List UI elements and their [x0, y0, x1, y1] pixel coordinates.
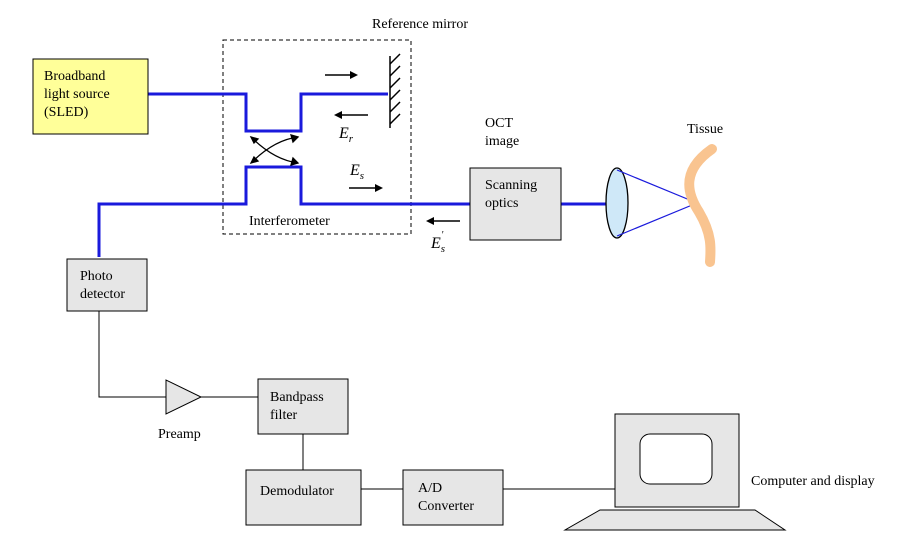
svg-text:A/D: A/D: [418, 481, 442, 496]
oct-image-label-1: OCT: [485, 116, 513, 131]
interferometer-box: [222, 39, 412, 235]
signal-wires: [98, 311, 615, 490]
svg-text:Photo: Photo: [80, 269, 113, 284]
tissue-icon: [684, 144, 717, 267]
es-prime-label: Es': [430, 230, 445, 255]
er-label: Er: [338, 125, 354, 145]
lens-icon: [605, 167, 629, 239]
reference-mirror-icon: [389, 53, 401, 128]
fiber-paths: [97, 92, 608, 257]
svg-text:detector: detector: [80, 287, 125, 302]
computer-icon: [563, 413, 787, 531]
reference-mirror-label: Reference mirror: [372, 17, 468, 32]
svg-text:filter: filter: [270, 408, 298, 423]
preamp-icon: [165, 379, 203, 415]
photo-detector-box: Photo detector: [66, 258, 148, 312]
light-source-box: Broadband light source (SLED): [32, 58, 149, 135]
svg-text:Broadband: Broadband: [44, 69, 105, 84]
svg-text:Demodulator: Demodulator: [260, 484, 334, 499]
svg-text:Converter: Converter: [418, 499, 474, 514]
direction-arrows: [325, 71, 460, 225]
oct-image-label-2: image: [485, 134, 519, 149]
ad-converter-box: A/D Converter: [402, 469, 504, 526]
svg-text:Scanning: Scanning: [485, 178, 537, 193]
demodulator-box: Demodulator: [245, 469, 362, 526]
tissue-label: Tissue: [687, 122, 723, 137]
interferometer-label: Interferometer: [249, 214, 330, 229]
svg-text:Bandpass: Bandpass: [270, 390, 324, 405]
svg-text:(SLED): (SLED): [44, 105, 89, 120]
focus-beam: [616, 169, 698, 237]
preamp-label: Preamp: [158, 427, 201, 442]
computer-label: Computer and display: [751, 474, 875, 489]
bandpass-filter-box: Bandpass filter: [257, 378, 349, 435]
es-label: Es: [349, 162, 364, 182]
coupler-arrows: [249, 134, 300, 166]
svg-text:light source: light source: [44, 87, 110, 102]
svg-text:optics: optics: [485, 196, 518, 211]
scanning-optics-box: Scanning optics: [469, 167, 562, 241]
